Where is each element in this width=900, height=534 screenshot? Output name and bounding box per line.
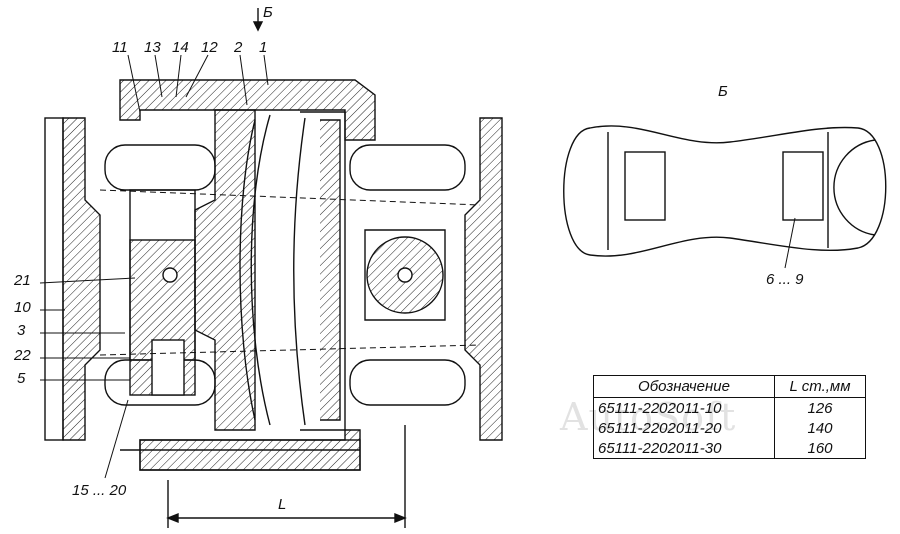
table-header-designation: Обозначение xyxy=(593,375,775,398)
view-b-pad-right xyxy=(782,151,824,221)
center-wall xyxy=(320,119,341,421)
bottom-housing-outline xyxy=(139,439,361,471)
callout-10: 10 xyxy=(14,299,31,316)
view-b-arc xyxy=(833,139,876,236)
leader-14 xyxy=(175,54,182,98)
callout-13: 13 xyxy=(144,39,161,56)
callout-11: 11 xyxy=(112,39,128,56)
left-flange-face xyxy=(44,117,64,441)
leader-15-20 xyxy=(104,399,129,479)
callout-22: 22 xyxy=(14,347,31,364)
right-bottom-cup xyxy=(349,359,466,406)
view-arrow-head xyxy=(252,21,264,32)
table-cell-designation: 65111-2202011-20 xyxy=(593,418,775,438)
phantom-line-2 xyxy=(99,344,481,356)
leader-2 xyxy=(239,54,248,106)
table-row: 65111-2202011-10 126 xyxy=(593,397,866,418)
table-row: 65111-2202011-20 140 xyxy=(593,418,866,438)
table-cell-length: 126 xyxy=(774,397,866,418)
phantom-line-1 xyxy=(99,189,481,206)
center-shell-1 xyxy=(239,119,256,421)
view-title: Б xyxy=(718,83,728,100)
leader-11 xyxy=(127,54,141,113)
leader-6-9 xyxy=(784,217,796,269)
dimension-label: L xyxy=(278,496,287,513)
table-header-length: L ст.,мм xyxy=(774,375,866,398)
left-needle-bore xyxy=(151,339,185,396)
leader-21 xyxy=(39,277,136,284)
leader-1 xyxy=(263,54,269,86)
callout-14: 14 xyxy=(172,39,189,56)
left-yoke xyxy=(194,109,256,431)
center-shell-2 xyxy=(250,114,271,426)
table-cell-length: 160 xyxy=(774,438,866,459)
dim-arrow-left xyxy=(166,512,179,524)
left-flange xyxy=(62,117,101,441)
callout-1: 1 xyxy=(259,39,268,56)
view-b-outline xyxy=(563,125,887,257)
callout-15-20: 15 ... 20 xyxy=(72,482,127,499)
view-b-pad-left xyxy=(624,151,666,221)
callout-5: 5 xyxy=(17,370,26,387)
callout-6-9: 6 ... 9 xyxy=(766,271,804,288)
table-cell-designation: 65111-2202011-10 xyxy=(593,397,775,418)
table-cell-length: 140 xyxy=(774,418,866,438)
table-header-row: Обозначение L ст.,мм xyxy=(593,375,866,398)
center-shell-3 xyxy=(293,117,306,426)
leader-12 xyxy=(185,54,209,98)
right-flange xyxy=(464,117,503,441)
callout-2: 2 xyxy=(234,39,243,56)
callout-3: 3 xyxy=(17,322,26,339)
center-housing xyxy=(300,111,346,431)
grease-hole xyxy=(162,267,178,283)
bottom-housing xyxy=(120,429,361,471)
callout-12: 12 xyxy=(201,39,218,56)
right-top-cup xyxy=(349,144,466,191)
dim-arrow-right xyxy=(394,512,407,524)
callout-21: 21 xyxy=(14,272,31,289)
spec-table: Обозначение L ст.,мм 65111-2202011-10 12… xyxy=(593,375,866,459)
left-top-cup xyxy=(104,144,216,191)
right-trunnion-frame xyxy=(364,229,446,321)
right-trunnion-hole xyxy=(397,267,413,283)
leader-13 xyxy=(154,54,163,98)
view-arrow-label: Б xyxy=(263,4,273,21)
table-cell-designation: 65111-2202011-30 xyxy=(593,438,775,459)
table-row: 65111-2202011-30 160 xyxy=(593,438,866,459)
